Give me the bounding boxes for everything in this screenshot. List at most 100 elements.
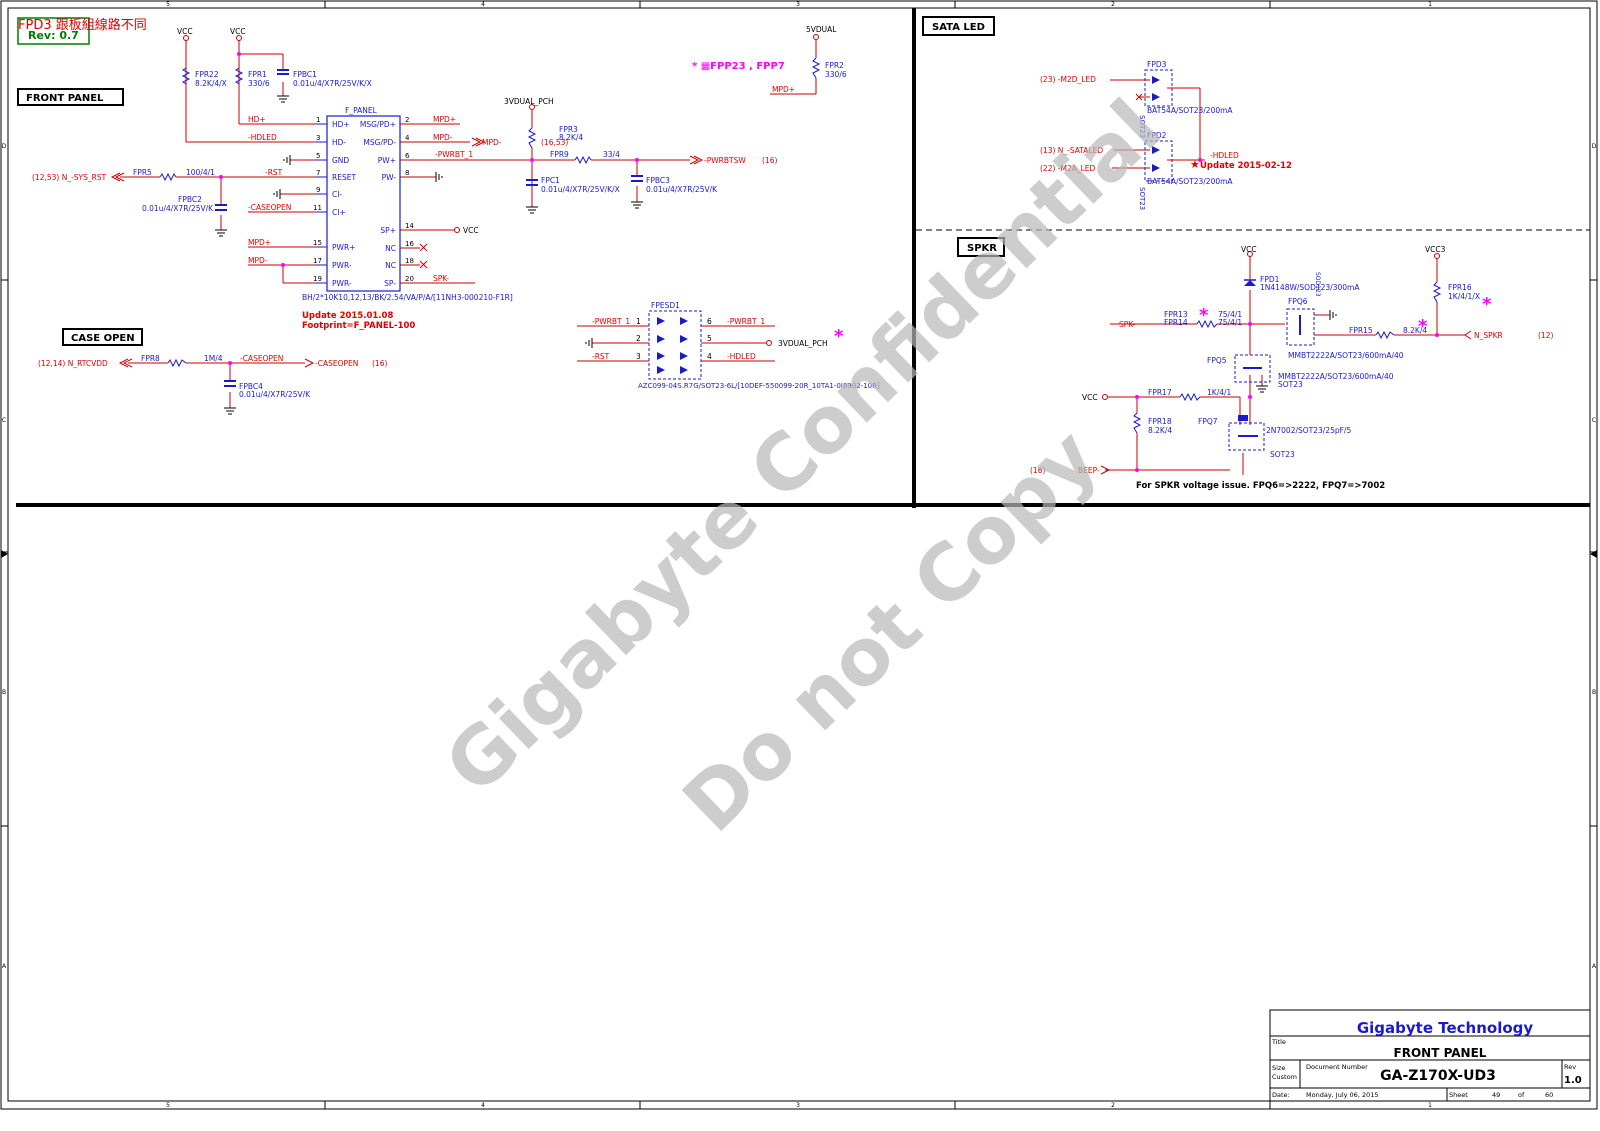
row-label-right: B: [1592, 689, 1596, 696]
pin-number: 2: [636, 334, 641, 343]
row-label-left: A: [2, 963, 7, 970]
pin-number: 3: [316, 134, 320, 142]
vcc-label: VCC: [463, 226, 479, 235]
net-label: MPD-: [433, 133, 453, 142]
col-label-bottom: 3: [796, 1102, 800, 1109]
row-label-left: C: [2, 417, 6, 424]
net-label: MPD+: [248, 238, 271, 247]
chip-pin-left: CI-: [332, 190, 342, 199]
chip-pin-left: PWR-: [332, 279, 352, 288]
fpq6-label: FPQ6: [1288, 297, 1308, 306]
fpbc4-label: FPBC4: [239, 382, 263, 391]
fpr14-value: 75/4/1: [1218, 318, 1242, 327]
chip-pin-left: CI+: [332, 208, 346, 217]
net-label: -RST: [592, 352, 610, 361]
fpr14-label: FPR14: [1164, 318, 1188, 327]
fpr2-value: 330/6: [825, 70, 847, 79]
chip-pin-left: PWR-: [332, 261, 352, 270]
footprint-note: Footprint=F_PANEL-100: [302, 321, 415, 331]
date-label: Date:: [1272, 1091, 1290, 1099]
section-title-sata-led: SATA LED: [932, 22, 985, 33]
net-label: -PWRBT_1: [727, 317, 765, 326]
net-label: MPD+: [772, 85, 795, 94]
net-label: SPK-: [1119, 320, 1135, 329]
pin-number: 6: [707, 317, 712, 326]
chip-pin-left: HD-: [332, 138, 346, 147]
company-name: Gigabyte Technology: [1357, 1019, 1534, 1037]
section-box-front-panel: [17, 88, 124, 106]
net-label: -HDLED: [1210, 151, 1239, 160]
fpq7-package: SOT23: [1270, 450, 1295, 459]
net-label: BEEP-: [1078, 466, 1100, 475]
fpq5-package: SOT23: [1278, 380, 1303, 389]
pin-number: 4: [707, 352, 712, 361]
col-label-bottom: 4: [481, 1102, 485, 1109]
chip-pin-right: MSG/PD+: [360, 120, 396, 129]
pin-number: 6: [405, 152, 410, 160]
package-label: SOD123: [1314, 272, 1321, 297]
offpage-label: N_SPKR: [1474, 331, 1503, 340]
vcc-label: VCC: [1241, 245, 1257, 254]
row-label-left: B: [2, 689, 6, 696]
chip-pin-left: GND: [332, 156, 349, 165]
fpq7-value: 2N7002/SOT23/25pF/5: [1266, 426, 1351, 435]
fpq7-label: FPQ7: [1198, 417, 1218, 426]
chip-pin-right: SP-: [384, 279, 396, 288]
rev-label: Rev: [1564, 1063, 1576, 1071]
pin-number: 19: [313, 275, 322, 283]
offpage-label: -CASEOPEN: [315, 359, 358, 368]
title-label: Title: [1271, 1038, 1286, 1046]
vcc-label: VCC: [1082, 393, 1098, 402]
net-label: SPK-: [433, 274, 449, 283]
fpr3-value: 8.2K/4: [559, 133, 583, 142]
fpq6-value: MMBT2222A/SOT23/600mA/40: [1288, 351, 1404, 360]
fpbc2-label: FPBC2: [178, 195, 202, 204]
document-number: GA-Z170X-UD3: [1380, 1068, 1496, 1084]
chip-pin-right: NC: [385, 261, 396, 270]
pin-number: 14: [405, 222, 414, 230]
section-title-case-open: CASE OPEN: [71, 333, 135, 344]
net-label: HD+: [248, 115, 266, 124]
chip-pin-left: HD+: [332, 120, 350, 129]
net-label: MPD+: [433, 115, 456, 124]
fpr18-label: FPR18: [1148, 417, 1172, 426]
sot-label: SOT23: [1138, 115, 1146, 138]
sata-led-circuit: (23) -M2D_LED (13) N_-SATALED (22) -M2A_…: [1040, 60, 1292, 210]
section-box-sata-led: [922, 16, 995, 36]
fpr22-value: 8.2K/4/X: [195, 79, 227, 88]
net-label: (13) N_-SATALED: [1040, 146, 1103, 155]
fpr1-value: 330/6: [248, 79, 270, 88]
of-label: of: [1518, 1091, 1525, 1099]
fpr8-label: FPR8: [141, 354, 160, 363]
vcc-label: VCC: [230, 27, 246, 36]
zone-ticks: [1, 1, 1597, 1109]
net-label: (23) -M2D_LED: [1040, 75, 1096, 84]
pin-number: 17: [313, 257, 322, 265]
power-label: 3VDUAL_PCH: [778, 339, 828, 348]
fpr16-label: FPR16: [1448, 283, 1472, 292]
fpc1-label: FPC1: [541, 176, 560, 185]
fpd3-part: BAT54A/SOT23/200mA: [1147, 106, 1233, 115]
chip-pin-right: NC: [385, 244, 396, 253]
row-label-right: D: [1592, 143, 1597, 150]
fpq5-label: FPQ5: [1207, 356, 1227, 365]
section-title-spkr: SPKR: [967, 243, 997, 254]
chip-pin-right: SP+: [380, 226, 396, 235]
pin-number: 4: [405, 134, 410, 142]
fpr22-label: FPR22: [195, 70, 219, 79]
row-label-right: C: [1592, 417, 1596, 424]
col-label-bottom: 5: [166, 1102, 170, 1109]
fpr1-label: FPR1: [248, 70, 267, 79]
esd-part: AZC099-04S.R7G/SOT23-6L/[10DEF-550099-20…: [638, 382, 880, 390]
badge-rev: Rev: 0.7: [28, 29, 79, 42]
net-label: -PWRBT_1: [435, 150, 473, 159]
rev-value: 1.0: [1564, 1075, 1582, 1086]
row-label-right: A: [1592, 963, 1597, 970]
fpbc3-value: 0.01u/4/X7R/25V/K: [646, 185, 718, 194]
pin-number: 8: [405, 169, 409, 177]
col-label-bottom: 1: [1428, 1102, 1432, 1109]
offpage-label: (12,14) N_RTCVDD: [38, 359, 108, 368]
col-label-top: 3: [796, 1, 800, 8]
offpage-label: MPD-: [482, 138, 502, 147]
